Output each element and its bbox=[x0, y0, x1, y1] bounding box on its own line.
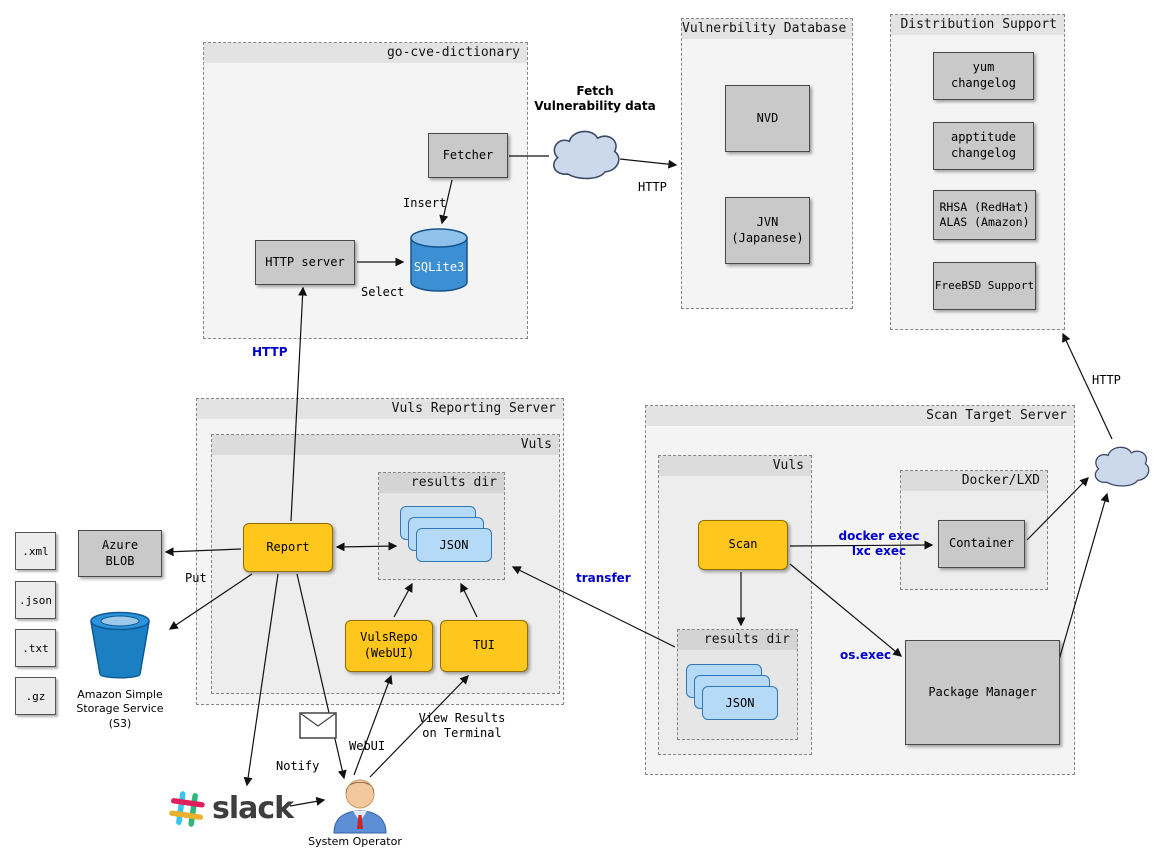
node-rhsa-alas: RHSA (RedHat) ALAS (Amazon) bbox=[933, 190, 1036, 240]
arrow-slack-to-operator bbox=[289, 796, 326, 807]
s3-bucket-icon bbox=[88, 610, 152, 682]
edge-label-docker-exec: docker exec lxc exec bbox=[838, 529, 920, 558]
file-type-xml: .xml bbox=[15, 532, 56, 570]
edge-label-view-results: View Results on Terminal bbox=[418, 711, 506, 740]
file-type-txt: .txt bbox=[15, 629, 56, 667]
sqlite3-label: SQLite3 bbox=[414, 260, 465, 274]
container-vuls-reporting-server-title: Vuls Reporting Server bbox=[197, 399, 563, 419]
file-type-gz: .gz bbox=[15, 677, 56, 715]
node-package-manager: Package Manager bbox=[905, 640, 1060, 745]
container-docker-lxd-title: Docker/LXD bbox=[901, 471, 1047, 491]
container-reporting-results-dir-title: results dir bbox=[379, 473, 504, 493]
json-file-front: JSON bbox=[702, 686, 778, 720]
container-reporting-vuls-title: Vuls bbox=[212, 435, 559, 455]
container-go-cve-dictionary-title: go-cve-dictionary bbox=[204, 43, 527, 63]
internet-cloud-icon-right bbox=[1089, 440, 1153, 490]
container-distribution-support-title: Distribution Support bbox=[891, 15, 1064, 35]
edge-label-os-exec: os.exec bbox=[840, 648, 892, 662]
node-yum-changelog: yum changelog bbox=[933, 52, 1034, 100]
node-azure-blob: Azure BLOB bbox=[78, 530, 162, 577]
json-files-scan: JSON bbox=[686, 664, 779, 721]
database-cylinder-icon: SQLite3 bbox=[410, 228, 468, 292]
system-operator-caption: System Operator bbox=[308, 835, 402, 848]
system-operator-icon bbox=[328, 772, 392, 834]
container-scan-target-server-title: Scan Target Server bbox=[646, 406, 1074, 426]
node-fetcher: Fetcher bbox=[428, 133, 508, 178]
edge-label-insert: Insert bbox=[403, 196, 447, 210]
edge-label-select: Select bbox=[361, 285, 405, 299]
node-nvd: NVD bbox=[725, 85, 810, 152]
edge-label-webui: WebUI bbox=[349, 739, 386, 753]
edge-label-http-to-db: HTTP bbox=[638, 180, 667, 194]
container-scan-vuls-title: Vuls bbox=[659, 456, 811, 476]
node-sqlite3: SQLite3 bbox=[407, 226, 471, 294]
edge-label-transfer: transfer bbox=[576, 571, 631, 585]
edge-label-notify: Notify bbox=[276, 759, 320, 773]
container-vulnerability-database-title: Vulnerbility Database bbox=[682, 19, 852, 39]
edge-label-http-dist: HTTP bbox=[1092, 373, 1121, 387]
slack-wordmark: slack bbox=[212, 791, 294, 826]
node-scan: Scan bbox=[698, 520, 788, 570]
container-vulnerability-database: Vulnerbility Database bbox=[681, 18, 853, 309]
node-apptitude-changelog: apptitude changelog bbox=[933, 122, 1034, 170]
slack-hash-icon bbox=[169, 791, 205, 827]
edge-label-fetch-vulnerability-data: Fetch Vulnerability data bbox=[534, 84, 656, 113]
container-go-cve-dictionary: go-cve-dictionary bbox=[203, 42, 528, 339]
email-envelope-icon bbox=[299, 712, 337, 739]
edge-label-http-report: HTTP bbox=[252, 345, 288, 359]
node-vulsrepo: VulsRepo (WebUI) bbox=[345, 620, 433, 672]
container-scan-results-dir-title: results dir bbox=[678, 630, 797, 650]
json-file-front: JSON bbox=[416, 528, 492, 562]
edge-label-put: Put bbox=[185, 571, 207, 585]
node-tui: TUI bbox=[440, 620, 528, 672]
node-jvn: JVN (Japanese) bbox=[725, 197, 810, 264]
node-http-server: HTTP server bbox=[255, 240, 355, 285]
s3-caption: Amazon Simple Storage Service (S3) bbox=[76, 688, 164, 730]
file-type-json: .json bbox=[15, 581, 56, 619]
node-report: Report bbox=[243, 523, 333, 572]
json-files-reporting: JSON bbox=[400, 506, 493, 563]
node-freebsd-support: FreeBSD Support bbox=[933, 262, 1036, 310]
node-container: Container bbox=[938, 520, 1025, 568]
internet-cloud-icon-left bbox=[546, 124, 624, 182]
arrow-cloud-to-vulnerability-database bbox=[619, 158, 678, 169]
slack-logo: slack bbox=[167, 789, 294, 829]
